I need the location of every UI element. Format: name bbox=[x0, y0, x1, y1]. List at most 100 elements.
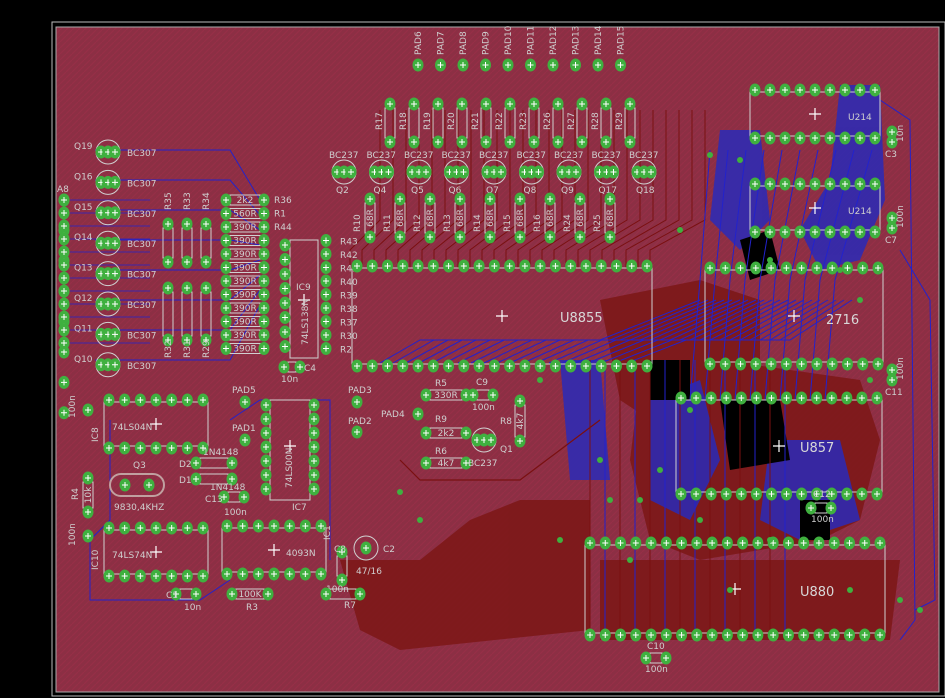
ic-u8855-pin bbox=[412, 359, 424, 373]
ic-u8855-pin bbox=[641, 259, 653, 273]
res-r40-pad bbox=[220, 274, 232, 288]
res-r34-pad bbox=[200, 255, 212, 269]
ic-u8855-pin bbox=[534, 359, 546, 373]
ic-u880-pin bbox=[706, 628, 718, 642]
ic-2716-pin bbox=[765, 357, 777, 371]
cap-c4-pad bbox=[278, 360, 290, 374]
res-r1-pad bbox=[258, 207, 270, 220]
label-c4: C4 bbox=[304, 364, 316, 374]
edge-pad bbox=[58, 310, 70, 324]
res-r1-pad bbox=[220, 207, 232, 220]
ic-ic10-pin bbox=[166, 521, 178, 535]
ic-u8855-pin bbox=[366, 259, 378, 273]
label-r2: R2 bbox=[340, 346, 352, 356]
res-r29-pad bbox=[200, 333, 212, 347]
ic-u880-pin bbox=[615, 536, 627, 550]
trace bbox=[95, 304, 261, 361]
res-r40-value: 390R bbox=[233, 277, 256, 287]
ic-u8855-pin bbox=[458, 259, 470, 273]
res-r11-pad bbox=[394, 192, 406, 206]
res-r9-value: 2k2 bbox=[438, 429, 455, 439]
cap-c9-pad bbox=[467, 388, 479, 402]
res-r26-pad bbox=[552, 97, 564, 111]
diode-d1-pad bbox=[226, 472, 238, 486]
value-ic1: 4093N bbox=[286, 549, 316, 559]
ic7-pin bbox=[260, 454, 272, 468]
pad-pad15 bbox=[615, 58, 626, 72]
label-q16: Q16 bbox=[74, 172, 93, 182]
via bbox=[917, 607, 923, 613]
via bbox=[857, 297, 863, 303]
ic-u8855-pin bbox=[641, 359, 653, 373]
res-r38-pad bbox=[258, 301, 270, 315]
trace bbox=[95, 149, 261, 201]
pad-pad7 bbox=[435, 58, 446, 72]
res-r18-pad bbox=[408, 97, 420, 111]
res-r28-pad bbox=[600, 97, 612, 111]
cap-c11 bbox=[886, 373, 898, 387]
res-r16-value: 68R bbox=[546, 209, 556, 227]
res-r8-pad bbox=[514, 434, 526, 448]
ic-u214b-pin bbox=[809, 177, 821, 191]
ic-u880-pin bbox=[752, 628, 764, 642]
edge-pad bbox=[58, 323, 70, 337]
ic-u8855-pin bbox=[565, 359, 577, 373]
label-q17: Q17 bbox=[599, 186, 618, 196]
copper-top-pour bbox=[560, 85, 885, 540]
res-r13-pad bbox=[454, 230, 466, 244]
res-r15-pad bbox=[514, 192, 526, 206]
label-ic8: IC8 bbox=[91, 427, 101, 442]
res-r37-pad bbox=[258, 315, 270, 328]
ic-u857-pin bbox=[675, 487, 687, 501]
ic-u880-pin bbox=[676, 628, 688, 642]
pad-pad5 bbox=[239, 395, 251, 409]
cap-c10-pad bbox=[640, 651, 652, 665]
ic-2716-outline bbox=[704, 269, 884, 363]
label-r23: R23 bbox=[519, 112, 529, 130]
res-r4-pad bbox=[82, 471, 94, 485]
label-r30: R30 bbox=[340, 332, 358, 342]
ic-ic1-pin bbox=[252, 567, 264, 581]
cap-c13-pad bbox=[218, 490, 230, 504]
ic9-pin bbox=[279, 325, 291, 339]
label-pad8: PAD8 bbox=[459, 31, 469, 55]
label-q9: Q9 bbox=[561, 186, 574, 196]
res-r19-pad bbox=[432, 135, 444, 149]
ic-ic8-pin bbox=[119, 441, 131, 455]
ic-2716-pin bbox=[841, 261, 853, 275]
res-r30-value: 390R bbox=[233, 331, 256, 341]
pad-pad14 bbox=[592, 58, 604, 72]
ic-u8855-pin bbox=[580, 259, 592, 273]
ic-u8855-pin bbox=[549, 259, 561, 273]
label-ic9: IC9 bbox=[296, 283, 311, 293]
cap-c12-pad bbox=[825, 501, 837, 515]
ic-u214a-pin bbox=[869, 83, 881, 97]
ic-u214a-pin bbox=[794, 131, 806, 145]
ic-u8855-pin bbox=[504, 259, 516, 273]
ic-ic1-pin bbox=[221, 567, 233, 581]
ic9-pin bbox=[279, 253, 291, 266]
trace bbox=[577, 110, 628, 268]
cap-ic10 bbox=[82, 529, 94, 543]
ic-u880-pin bbox=[584, 628, 596, 642]
ic9-pin bbox=[279, 296, 291, 310]
res-r42-pad bbox=[220, 247, 232, 261]
label-r12: R12 bbox=[413, 214, 423, 232]
res-r40-pad bbox=[258, 274, 270, 288]
trace bbox=[457, 110, 498, 268]
label-r42: R42 bbox=[340, 251, 358, 261]
res-r4-pad bbox=[82, 505, 94, 519]
ic-u8855-pin bbox=[458, 359, 470, 373]
ic-u880-pin bbox=[813, 536, 825, 550]
ic-u880-pin bbox=[630, 628, 642, 642]
label-ic7: IC7 bbox=[292, 503, 307, 513]
value-c10: 100n bbox=[645, 665, 668, 675]
res-r20-pad bbox=[456, 135, 468, 149]
value-c3: 10n bbox=[896, 125, 906, 142]
ic-u880-pin bbox=[859, 628, 871, 642]
transistor-q8-pad bbox=[533, 165, 544, 179]
label-r28: R28 bbox=[591, 112, 601, 130]
ic-u8855-pin bbox=[488, 359, 500, 373]
label-pad15: PAD15 bbox=[617, 26, 627, 55]
trace bbox=[517, 110, 563, 268]
